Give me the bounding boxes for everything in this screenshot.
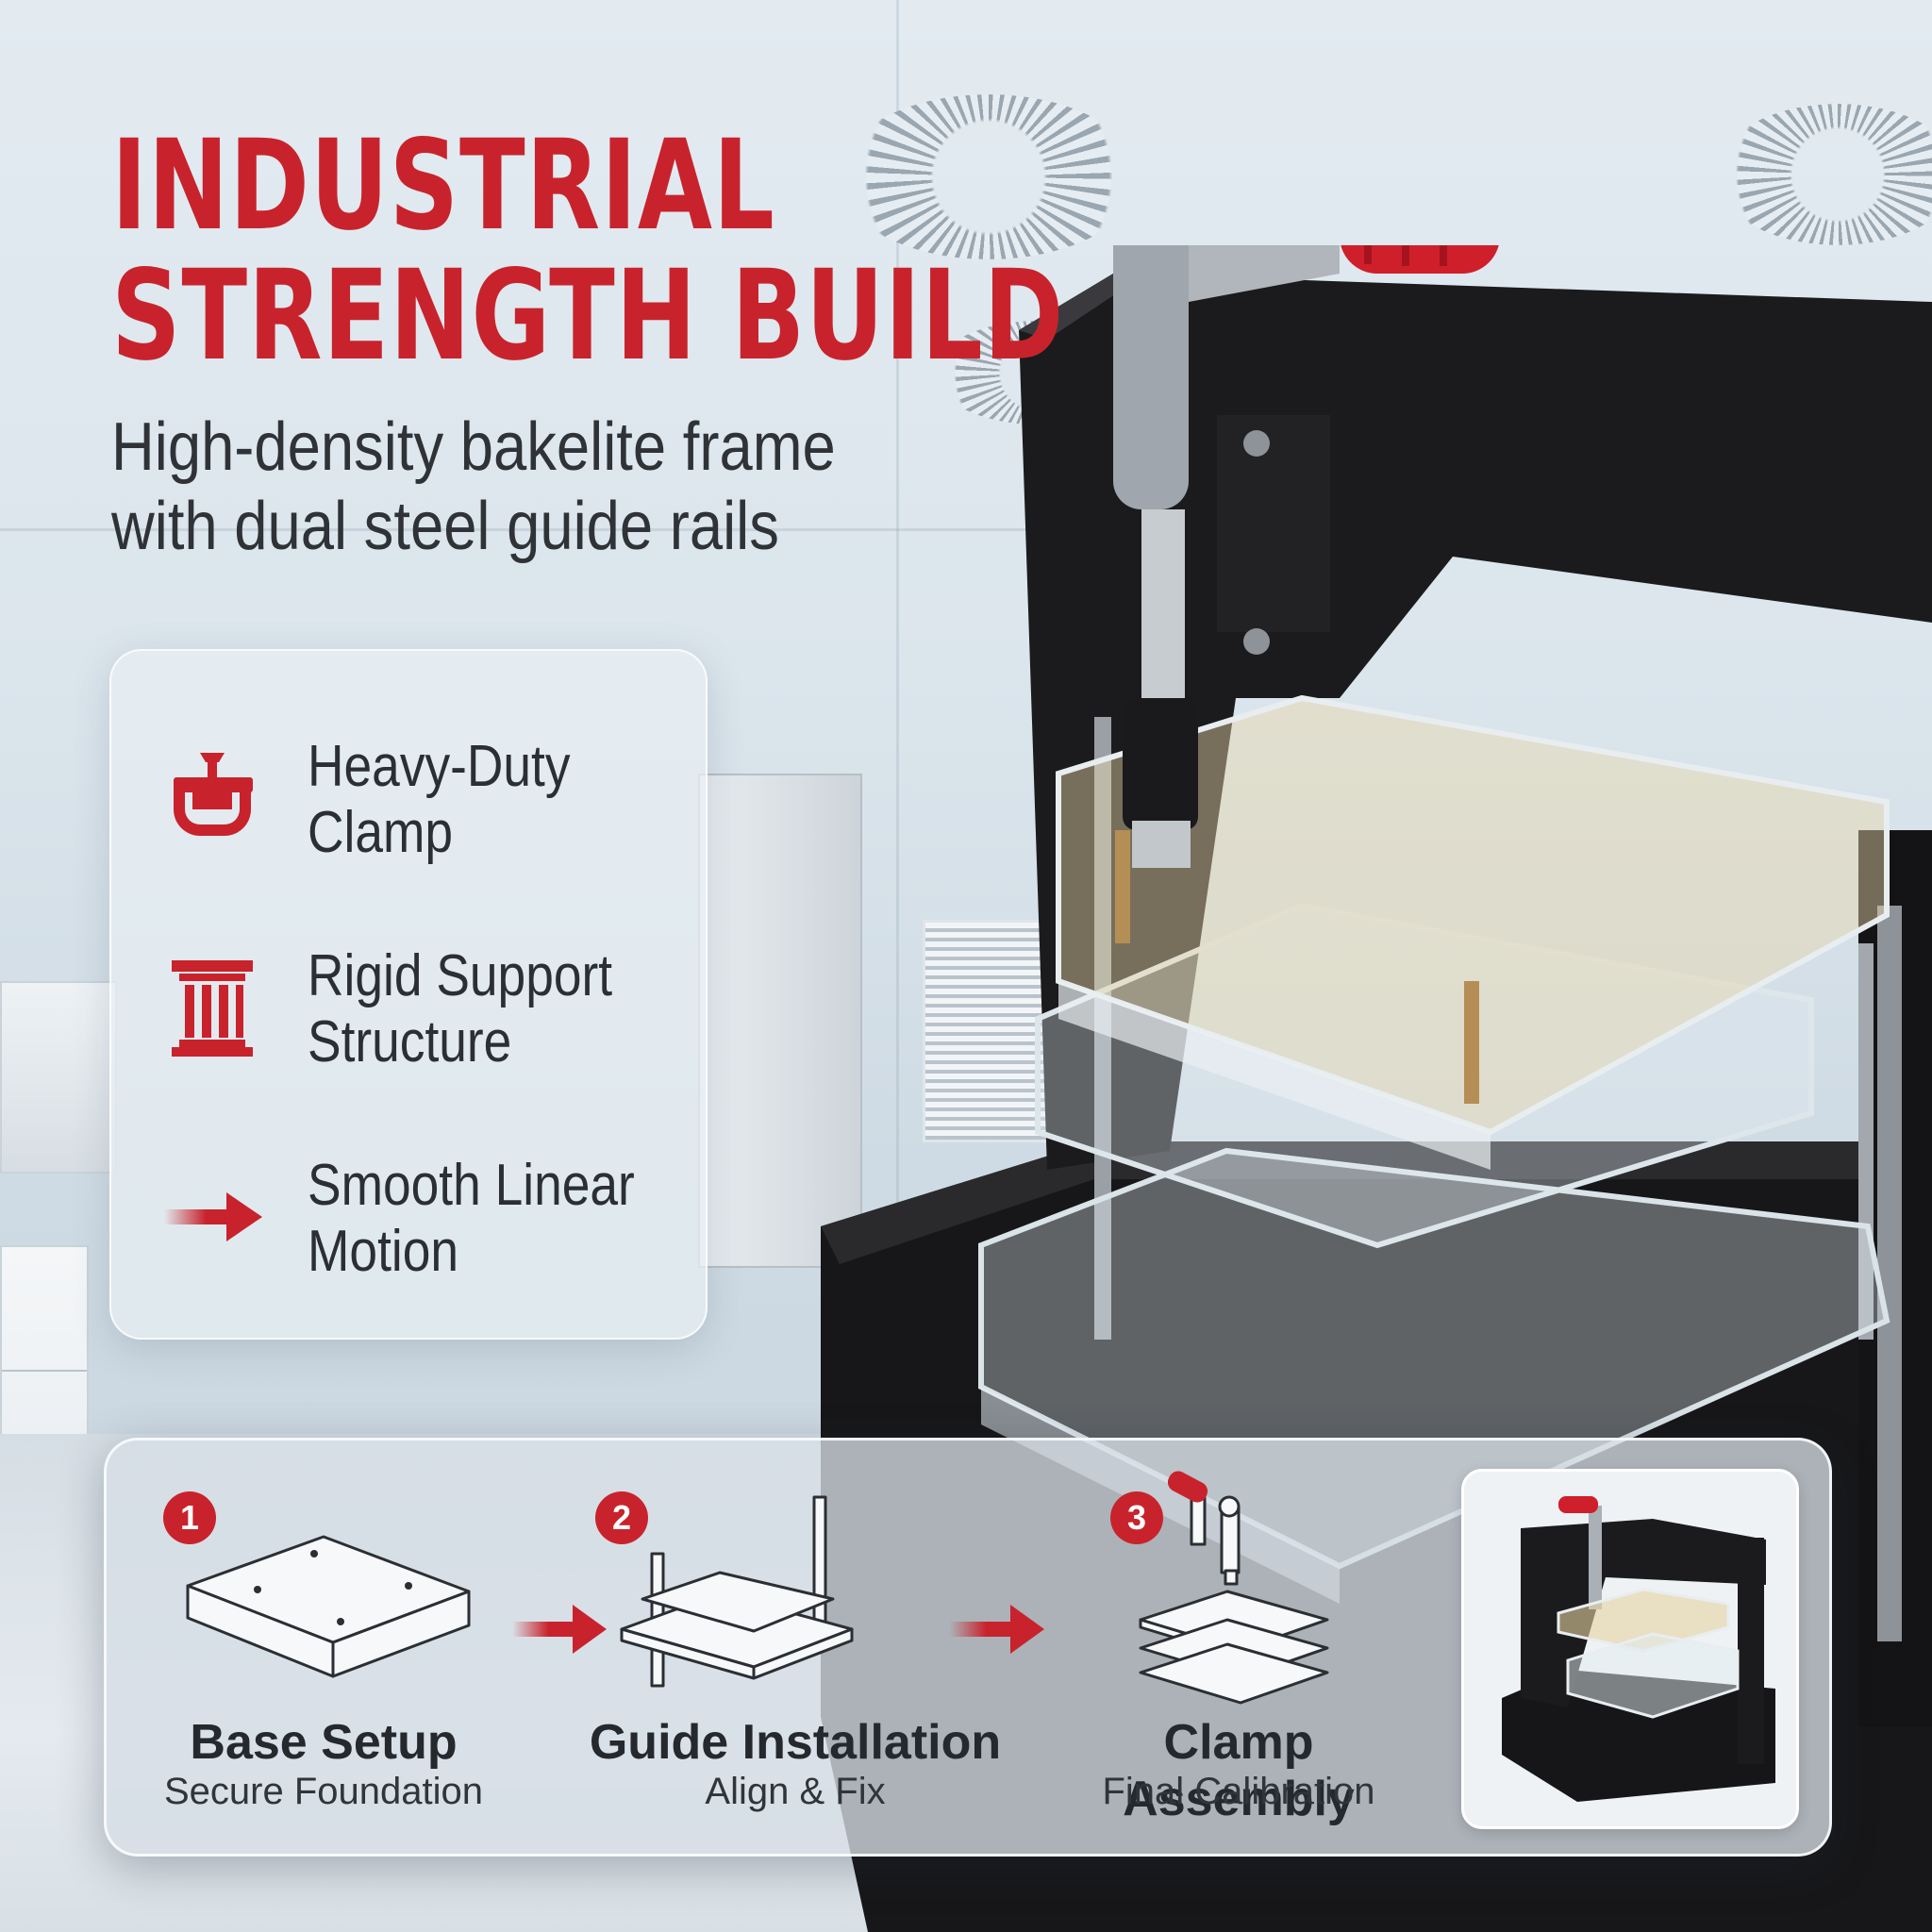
assembled-press-thumbnail <box>1461 1469 1799 1829</box>
clamp-arm <box>1113 245 1189 509</box>
step-subtitle: Secure Foundation <box>163 1771 483 1812</box>
step-guide-installation: 2 Guide Installation Align & Fix <box>588 1441 1003 1854</box>
step-number-badge: 3 <box>1110 1491 1163 1544</box>
step-clamp-assembly: 3 Clamp Assembly Final Calibration <box>1050 1441 1427 1854</box>
step-subtitle: Final Calibration <box>1102 1771 1375 1812</box>
guide-rails-drawing <box>620 1495 854 1688</box>
clamp-icon <box>174 753 253 836</box>
pillar-icon <box>172 960 253 1057</box>
ceiling-seam <box>896 0 899 528</box>
assembly-steps-panel: 1 Base Setup Secure Foundation 2 <box>104 1438 1832 1857</box>
step-number-badge: 1 <box>163 1491 216 1544</box>
feature-label: Heavy-Duty Clamp <box>308 734 571 865</box>
subtitle-line-1: High-density bakelite frame <box>111 409 836 485</box>
page-subtitle: High-density bakelite frame with dual st… <box>111 408 836 566</box>
lab-instrument <box>0 981 117 1174</box>
step-arrow-icon <box>950 1605 1044 1654</box>
step-title: Base Setup <box>190 1715 458 1770</box>
feature-item: Smooth Linear Motion <box>111 1126 706 1296</box>
feature-label: Smooth Linear Motion <box>308 1153 635 1284</box>
clamp-red-handle <box>1341 245 1499 274</box>
step-title: Clamp Assembly <box>1123 1715 1355 1826</box>
feature-item: Rigid Support Structure <box>111 917 706 1087</box>
base-plate-drawing <box>186 1535 471 1678</box>
middle-acrylic-plate <box>1035 902 1814 1249</box>
page-title: INDUSTRIAL STRENGTH BUILD <box>111 121 1064 381</box>
feature-label: Rigid Support Structure <box>308 943 613 1074</box>
step-title: Guide Installation <box>589 1715 1002 1770</box>
feature-item: Heavy-Duty Clamp <box>111 708 706 877</box>
title-line-1: INDUSTRIAL <box>111 113 775 258</box>
ceiling-edge <box>0 528 1932 531</box>
step-number-badge: 2 <box>595 1491 648 1544</box>
subtitle-line-2: with dual steel guide rails <box>111 489 779 564</box>
features-panel: Heavy-Duty Clamp Rigid Support Structure <box>109 649 708 1340</box>
title-line-2: STRENGTH BUILD <box>111 243 1065 389</box>
ceiling-vent-left <box>838 94 1140 259</box>
step-base-setup: 1 Base Setup Secure Foundation <box>107 1441 541 1854</box>
arrow-right-icon <box>164 1192 262 1241</box>
step-arrow-icon <box>512 1605 607 1654</box>
wall-seam <box>896 528 899 1434</box>
ceiling-vent-right <box>1715 104 1932 245</box>
assembled-press-image <box>1502 1496 1775 1802</box>
step-subtitle: Align & Fix <box>705 1771 886 1812</box>
clamp-assembly-drawing <box>1139 1471 1329 1705</box>
